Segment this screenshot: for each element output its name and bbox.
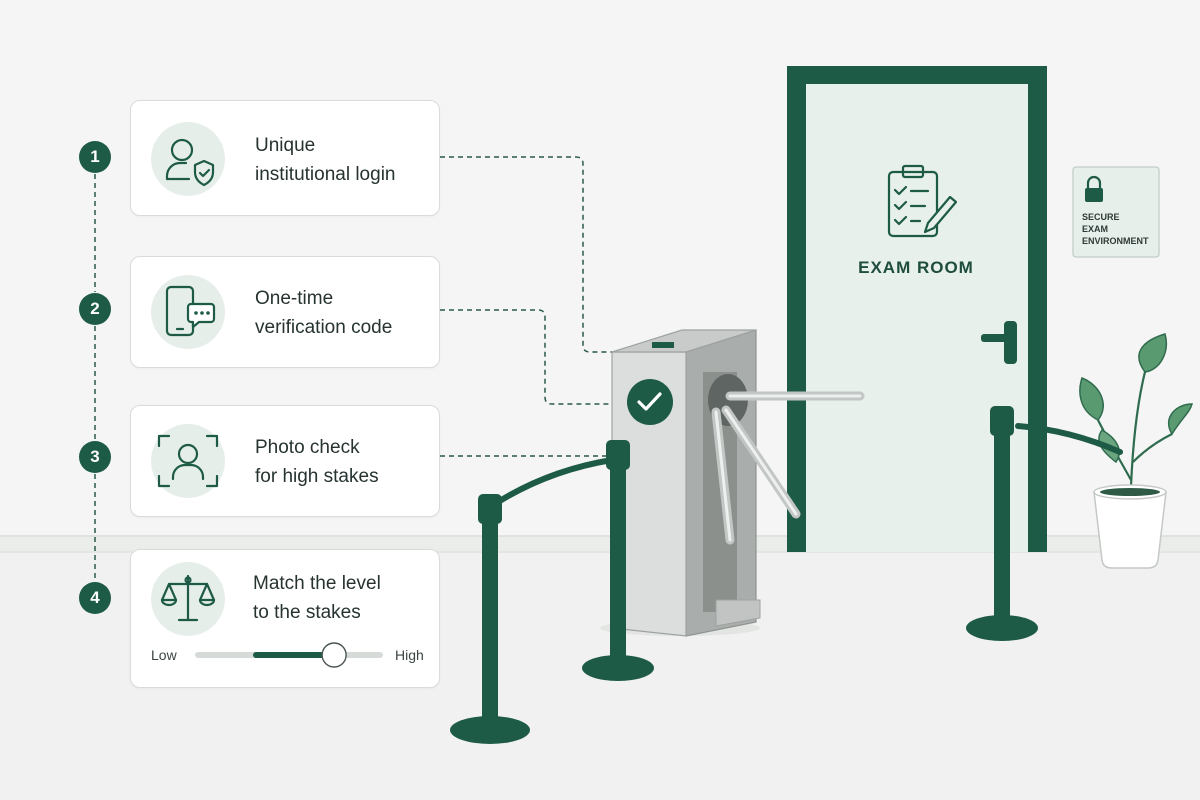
wall-sign-line-2: EXAM [1082, 224, 1109, 234]
stanchion [966, 406, 1038, 641]
step-label-line-1: Photo check [255, 437, 360, 458]
door-title: EXAM ROOM [858, 258, 974, 277]
wall-sign-text: SECURE EXAM ENVIRONMENT [1082, 211, 1149, 247]
balance-scale-icon [160, 574, 216, 622]
step-icon-wrap [151, 562, 225, 636]
step-card-login: Unique institutional login [130, 100, 440, 216]
step-badge-2: 2 [79, 293, 111, 325]
step-text: Match the level to the stakes [253, 569, 381, 627]
face-scan-icon [157, 434, 219, 488]
turnstile [600, 329, 865, 637]
step-text: Photo check for high stakes [255, 433, 379, 491]
user-shield-icon [165, 138, 215, 187]
door-handle [981, 321, 1017, 364]
step-card-verification: One-time verification code [130, 256, 440, 368]
step-card-photo: Photo check for high stakes [130, 405, 440, 517]
step-badge-1: 1 [79, 141, 111, 173]
security-level-slider[interactable] [193, 640, 387, 670]
step-icon-wrap [151, 424, 225, 498]
step-label-line-2: verification code [255, 317, 393, 338]
step-text: Unique institutional login [255, 131, 395, 189]
stanchion [582, 440, 654, 681]
slider-thumb[interactable] [321, 642, 347, 668]
step-badge-4: 4 [79, 582, 111, 614]
slider-low-label: Low [151, 647, 177, 663]
checkmark-icon [627, 379, 673, 425]
slider-fill [253, 652, 335, 658]
step-icon-wrap [151, 275, 225, 349]
phone-message-icon [165, 285, 216, 337]
step-label-line-1: Match the level [253, 573, 381, 594]
step-label-line-2: to the stakes [253, 602, 361, 623]
step-badge-3: 3 [79, 441, 111, 473]
step-text: One-time verification code [255, 284, 392, 342]
step-label-line-1: One-time [255, 288, 334, 309]
step-card-match-level: Match the level to the stakes Low High [130, 549, 440, 688]
step-label-line-2: institutional login [255, 164, 396, 185]
clipboard-checklist-icon [887, 164, 958, 238]
wall-sign-line-1: SECURE [1082, 212, 1120, 222]
step-label-line-2: for high stakes [255, 466, 379, 487]
step-icon-wrap [151, 122, 225, 196]
stanchion [450, 494, 530, 744]
slider-high-label: High [395, 647, 424, 663]
padlock-icon [1085, 175, 1103, 202]
step-label-line-1: Unique [255, 135, 316, 156]
wall-sign-line-3: ENVIRONMENT [1082, 236, 1149, 246]
